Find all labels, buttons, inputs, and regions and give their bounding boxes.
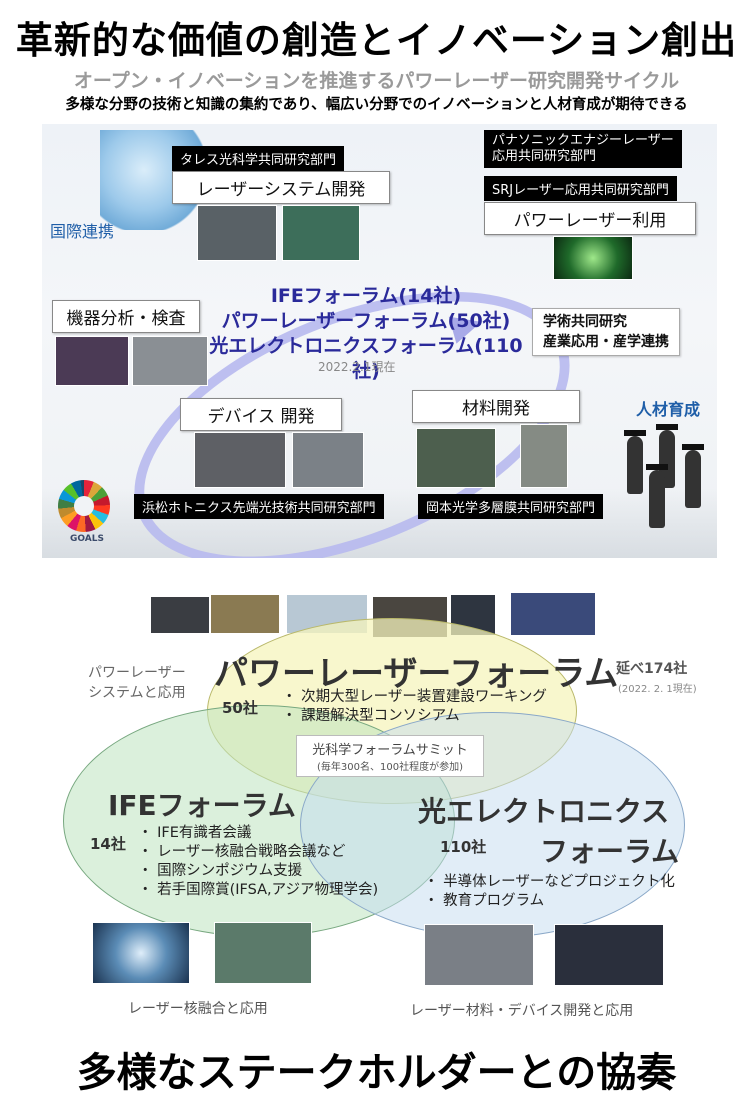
opto-forum-title-line2: フォーラム — [540, 835, 680, 868]
material-photo-2 — [520, 424, 568, 488]
footer-title: 多様なステークホルダーとの協奏 — [76, 1050, 677, 1096]
grad-cap-icon — [646, 464, 668, 470]
panasonic-lab-line1: パナソニックエナジーレーザー — [492, 133, 674, 148]
forums-summary: IFEフォーラム(14社) パワーレーザーフォーラム(50社) 光エレクトロニク… — [196, 284, 536, 384]
power-laser-application-label: パワーレーザー システムと応用 — [88, 663, 186, 703]
opto-forum-title-line1: 光エレクトロニクス — [418, 795, 670, 828]
hamamatsu-lab-label: 浜松ホトニクス先端光技術共同研究部門 — [134, 494, 384, 519]
grad-cap-icon — [682, 444, 704, 450]
device-photo-2 — [292, 432, 364, 488]
laser-fusion-application-label: レーザー核融合と応用 — [128, 1001, 268, 1017]
analysis-inspection-box: 機器分析・検査 — [52, 300, 200, 333]
as-of-date: 2022.2.1現在 — [318, 360, 396, 374]
power-laser-item-2: ・ 課題解決型コンソシアム — [282, 708, 460, 724]
power-laser-forum-title: パワーレーザーフォーラム — [214, 654, 619, 694]
forums-line3: 光エレクトロニクスフォーラム(110社) — [209, 335, 523, 382]
total-companies: 延べ174社 — [616, 661, 688, 677]
panasonic-lab-label: パナソニックエナジーレーザー 応用共同研究部門 — [484, 130, 682, 168]
power-laser-use-box: パワーレーザー利用 — [484, 202, 696, 235]
laser-system-dev-box: レーザーシステム開発 — [172, 171, 390, 204]
material-dev-box: 材料開発 — [412, 390, 580, 423]
analysis-photo-2 — [132, 336, 208, 386]
academic-line1: 学術共同研究 — [543, 314, 627, 330]
thales-lab-label: タレス光科学共同研究部門 — [172, 146, 345, 171]
sdg-goals-label: GOALS — [70, 534, 104, 544]
graduate-figure — [685, 450, 701, 508]
ife-item-4: ・ 若手国際賞(IFSA,アジア物理学会) — [138, 882, 379, 898]
optical-science-summit-box: 光科学フォーラムサミット (毎年300名、100社程度が参加) — [296, 735, 484, 777]
analysis-photo-1 — [55, 336, 129, 386]
academic-industry-box: 学術共同研究 産業応用・産学連携 — [532, 308, 680, 356]
summit-note: (毎年300名、100社程度が参加) — [317, 762, 463, 773]
device-application-photo-1 — [424, 924, 534, 986]
device-dev-box: デバイス 開発 — [180, 398, 342, 431]
graduates-illustration — [618, 424, 716, 534]
forums-line2: パワーレーザーフォーラム(50社) — [221, 310, 511, 332]
opto-item-2: ・ 教育プログラム — [424, 893, 545, 909]
application-photo-6 — [510, 592, 596, 636]
sdg-wheel-center — [74, 496, 94, 516]
page-subtitle: オープン・イノベーションを推進するパワーレーザー研究開発サイクル — [73, 70, 680, 92]
page-description: 多様な分野の技術と知識の集約であり、幅広い分野でのイノベーションと人材育成が期待… — [65, 97, 688, 113]
device-application-photo-2 — [554, 924, 664, 986]
ife-activity-list: ・ IFE有識者会議 ・ レーザー核融合戦略会議など ・ 国際シンポジウム支援 … — [138, 824, 378, 900]
graduate-figure — [627, 436, 643, 494]
ife-item-3: ・ 国際シンポジウム支援 — [138, 863, 303, 879]
application-photo-2 — [210, 594, 280, 634]
laser-system-photo-2 — [282, 205, 360, 261]
ife-count: 14社 — [90, 835, 126, 853]
power-laser-item-1: ・ 次期大型レーザー装置建設ワーキング — [282, 689, 547, 705]
application-photo-1 — [150, 596, 210, 634]
device-photo-1 — [194, 432, 286, 488]
page-title: 革新的な価値の創造とイノベーション創出 — [15, 19, 738, 62]
ife-forum-title: IFEフォーラム — [108, 789, 296, 822]
fusion-photo-1 — [92, 922, 190, 984]
opto-item-1: ・ 半導体レーザーなどプロジェクト化 — [424, 874, 675, 890]
power-laser-activity-list: ・ 次期大型レーザー装置建設ワーキング ・ 課題解決型コンソシアム — [282, 688, 547, 726]
graduate-figure — [649, 470, 665, 528]
material-photo-1 — [416, 428, 496, 488]
material-device-application-label: レーザー材料・デバイス開発と応用 — [410, 1003, 634, 1019]
forums-line1: IFEフォーラム(14社) — [270, 285, 462, 307]
power-laser-side-line2: システムと応用 — [88, 685, 186, 701]
fusion-photo-2 — [214, 922, 312, 984]
grad-cap-icon — [624, 430, 646, 436]
total-companies-date: (2022. 2. 1現在) — [618, 684, 697, 695]
panasonic-lab-line2: 応用共同研究部門 — [492, 149, 597, 164]
talent-development-label: 人材育成 — [636, 400, 701, 419]
srj-lab-label: SRJレーザー応用共同研究部門 — [484, 176, 677, 201]
okamoto-lab-label: 岡本光学多層膜共同研究部門 — [418, 494, 604, 519]
grad-cap-icon — [656, 424, 678, 430]
opto-activity-list: ・ 半導体レーザーなどプロジェクト化 ・ 教育プログラム — [424, 873, 675, 911]
academic-line2: 産業応用・産学連携 — [543, 334, 669, 350]
ife-item-2: ・ レーザー核融合戦略会議など — [138, 844, 346, 860]
international-label: 国際連携 — [50, 222, 115, 241]
laser-system-photo-1 — [197, 205, 277, 261]
power-laser-side-line1: パワーレーザー — [88, 665, 186, 681]
opto-count: 110社 — [440, 838, 487, 856]
ife-item-1: ・ IFE有識者会議 — [138, 825, 252, 841]
power-laser-count: 50社 — [222, 699, 258, 717]
power-laser-use-photo — [553, 236, 633, 280]
summit-title: 光科学フォーラムサミット — [312, 743, 468, 758]
